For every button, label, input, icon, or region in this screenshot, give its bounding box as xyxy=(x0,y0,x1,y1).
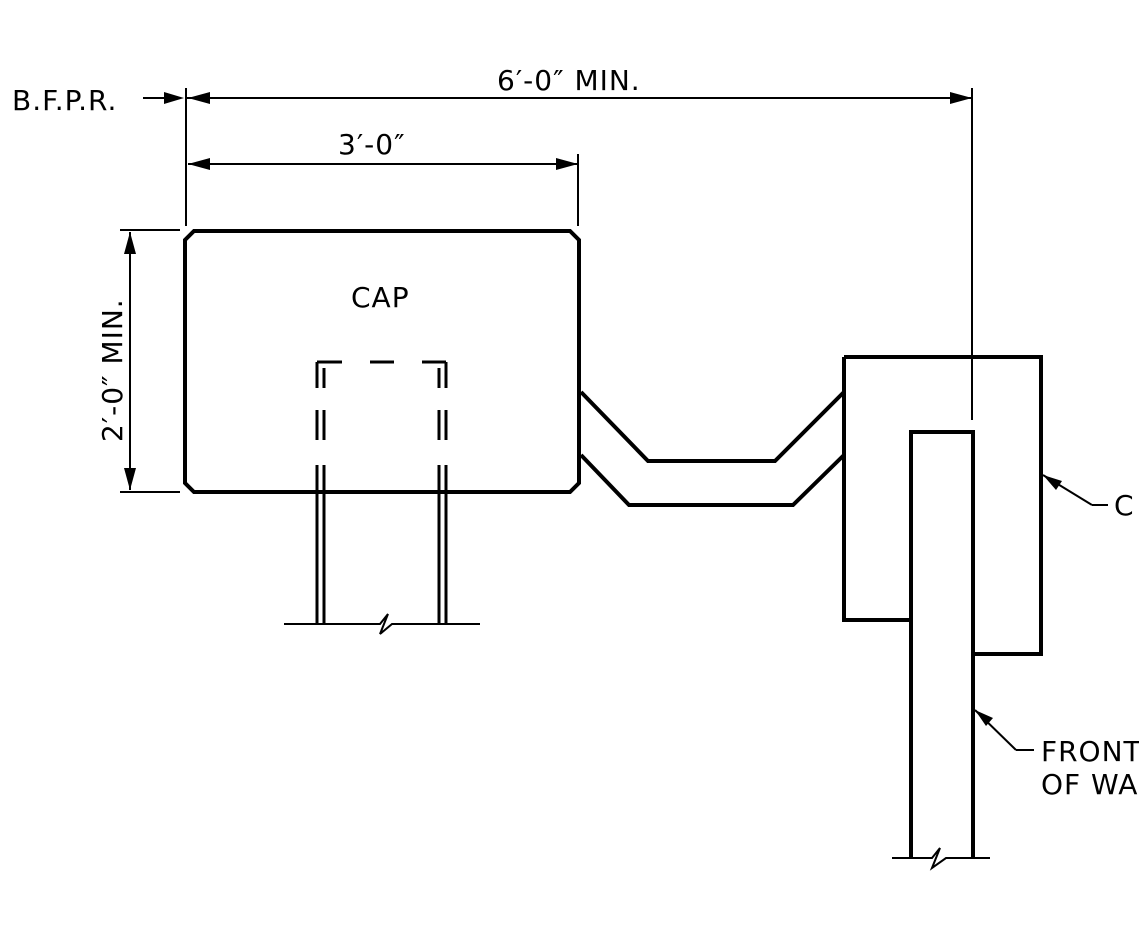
bfpr-label: B.F.P.R. xyxy=(12,84,117,117)
wall-coping-outline xyxy=(842,355,1043,656)
overall-width-label: 6′-0″ MIN. xyxy=(497,64,641,97)
front-of-wall-leader xyxy=(974,709,1034,751)
coping-callout-label: C xyxy=(1114,489,1135,522)
right-pile xyxy=(437,494,448,624)
coping-callout-leader xyxy=(1042,474,1108,506)
front-of-wall-label-line2: OF WA xyxy=(1041,768,1138,801)
slab-bottom-edge xyxy=(579,453,846,507)
left-pile xyxy=(315,494,326,624)
cap-height-dimension xyxy=(120,229,180,493)
left-pile-hidden xyxy=(315,360,342,492)
cap-width-label: 3′-0″ xyxy=(338,128,406,161)
wall-break-line xyxy=(892,847,990,871)
bfpr-leader xyxy=(143,92,184,104)
overall-width-dimension xyxy=(186,88,973,420)
cap-height-label: 2′-0″ MIN. xyxy=(96,298,129,442)
cap-outline xyxy=(183,229,581,494)
wall-stem xyxy=(909,430,975,858)
pile-break-line xyxy=(284,613,480,635)
right-pile-hidden xyxy=(422,360,448,492)
cap-label: CAP xyxy=(351,281,410,314)
slab-top-edge xyxy=(579,390,846,463)
cap-width-dimension xyxy=(188,154,579,226)
front-of-wall-label-line1: FRONT xyxy=(1041,735,1139,768)
